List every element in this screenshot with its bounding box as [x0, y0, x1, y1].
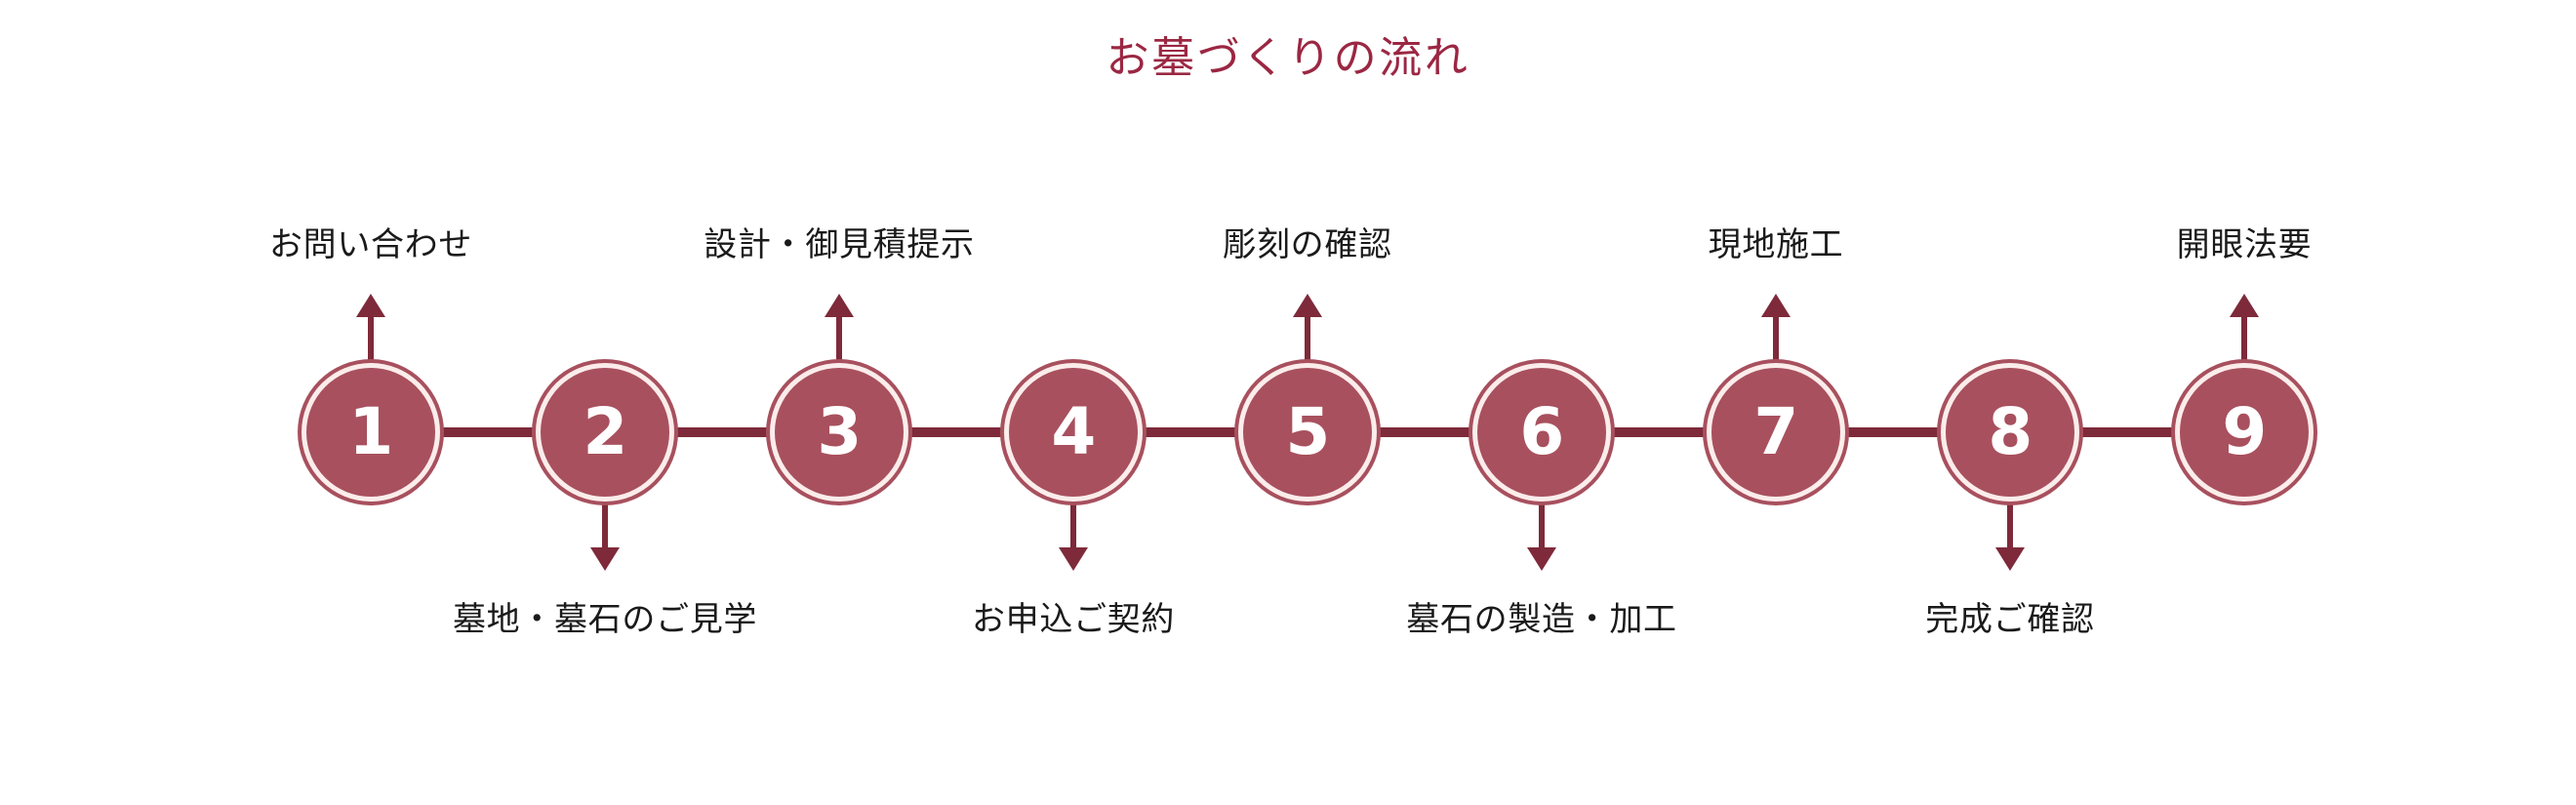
connector-segment: [1139, 427, 1242, 437]
step-2-number: 2: [583, 394, 627, 469]
arrow-down-icon: [590, 547, 620, 571]
arrow-down-icon: [1995, 547, 2025, 571]
arrow-down-icon: [1527, 547, 1556, 571]
step-4-number: 4: [1051, 394, 1096, 469]
step-7-arrow-stem: [1773, 311, 1779, 374]
arrow-up-icon: [356, 294, 385, 317]
step-4-badge[interactable]: 4: [1009, 368, 1138, 497]
connector-segment: [1607, 427, 1711, 437]
step-7-label: 現地施工: [1708, 225, 1844, 263]
step-3-arrow-stem: [836, 311, 842, 374]
page-title: お墓づくりの流れ: [1106, 34, 1470, 82]
arrow-up-icon: [1293, 294, 1322, 317]
step-1-number: 1: [348, 394, 393, 469]
step-8-label: 完成ご確認: [1925, 601, 2095, 638]
step-5-badge[interactable]: 5: [1243, 368, 1372, 497]
step-2-label: 墓地・墓石のご見学: [452, 601, 758, 638]
step-1-label: お問い合わせ: [268, 225, 473, 263]
step-9-label: 開眼法要: [2176, 225, 2313, 263]
step-2-badge[interactable]: 2: [541, 368, 669, 497]
step-6-badge[interactable]: 6: [1477, 368, 1606, 497]
step-8-number: 8: [1988, 394, 2033, 469]
connector-segment: [1841, 427, 1945, 437]
step-3-label: 設計・御見積提示: [704, 225, 975, 263]
step-1-badge[interactable]: 1: [306, 368, 435, 497]
connector-segment: [1373, 427, 1476, 437]
step-6-label: 墓石の製造・加工: [1406, 601, 1677, 638]
step-9-arrow-stem: [2241, 311, 2247, 374]
step-4-arrow-stem: [1070, 491, 1076, 553]
arrow-down-icon: [1059, 547, 1088, 571]
step-3-badge[interactable]: 3: [775, 368, 904, 497]
arrow-up-icon: [825, 294, 854, 317]
arrow-up-icon: [1761, 294, 1791, 317]
step-7-badge[interactable]: 7: [1711, 368, 1840, 497]
step-2-arrow-stem: [602, 491, 608, 553]
step-9-badge[interactable]: 9: [2180, 368, 2309, 497]
step-6-arrow-stem: [1539, 491, 1545, 553]
connector-segment: [905, 427, 1008, 437]
step-9-number: 9: [2222, 394, 2267, 469]
step-4-label: お申込ご契約: [971, 601, 1176, 638]
step-3-number: 3: [817, 394, 862, 469]
step-5-number: 5: [1285, 394, 1330, 469]
connector-segment: [436, 427, 540, 437]
step-8-badge[interactable]: 8: [1946, 368, 2074, 497]
step-7-number: 7: [1753, 394, 1798, 469]
step-6-number: 6: [1519, 394, 1564, 469]
arrow-up-icon: [2230, 294, 2259, 317]
step-5-arrow-stem: [1305, 311, 1310, 374]
connector-segment: [2075, 427, 2179, 437]
step-8-arrow-stem: [2007, 491, 2013, 553]
step-5-label: 彫刻の確認: [1223, 225, 1392, 263]
step-1-arrow-stem: [368, 311, 374, 374]
connector-segment: [670, 427, 774, 437]
